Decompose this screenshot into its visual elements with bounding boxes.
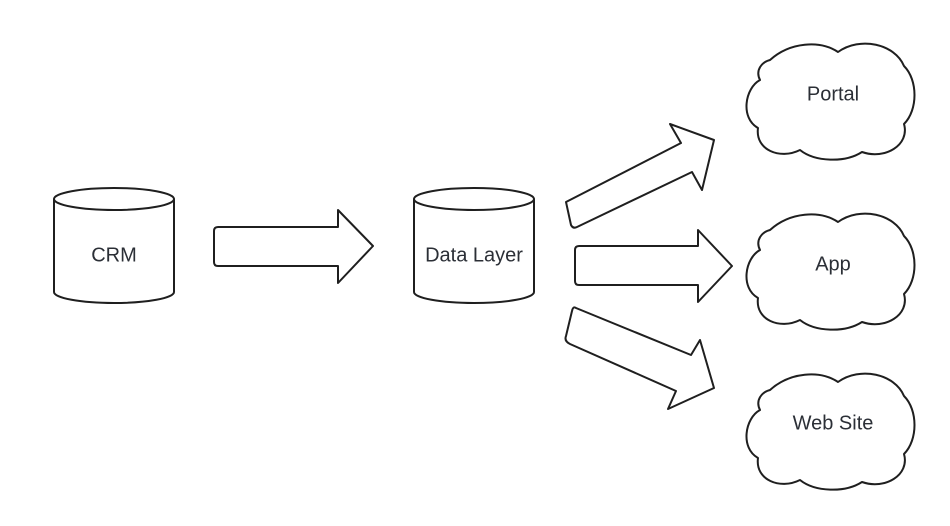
portal-label: Portal	[807, 83, 859, 105]
crm-database-node[interactable]: CRM	[53, 187, 175, 304]
portal-cloud-node[interactable]: Portal	[745, 42, 916, 161]
data-layer-cylinder-top	[413, 187, 535, 211]
arrow-data-layer-to-web-site	[564, 306, 715, 410]
arrow-crm-to-data-layer-shape	[213, 209, 374, 284]
arrow-data-layer-to-portal	[565, 123, 715, 229]
web-site-label: Web Site	[793, 412, 874, 434]
arrow-data-layer-to-web-site-shape	[564, 306, 715, 410]
web-site-cloud-node[interactable]: Web Site	[745, 372, 916, 491]
arrow-data-layer-to-portal-shape	[565, 123, 715, 229]
app-cloud-shape	[745, 212, 916, 331]
crm-label: CRM	[91, 244, 137, 266]
web-site-cloud-shape	[745, 372, 916, 491]
data-layer-label: Data Layer	[425, 244, 523, 266]
crm-cylinder-top	[53, 187, 175, 211]
app-label: App	[815, 253, 851, 275]
portal-cloud-shape	[745, 42, 916, 161]
arrow-data-layer-to-app	[574, 229, 733, 303]
arrow-data-layer-to-app-shape	[574, 229, 733, 303]
data-layer-cylinder-body	[413, 198, 535, 304]
arrow-crm-to-data-layer	[213, 209, 374, 284]
app-cloud-node[interactable]: App	[745, 212, 916, 331]
data-layer-database-node[interactable]: Data Layer	[413, 187, 535, 304]
crm-cylinder-body	[53, 198, 175, 304]
